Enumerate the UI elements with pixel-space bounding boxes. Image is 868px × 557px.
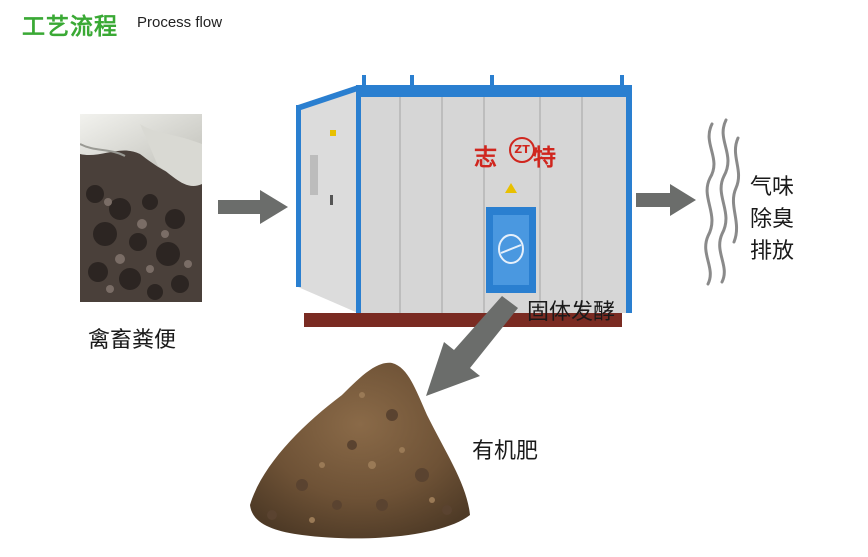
fertilizer-pile: [250, 362, 470, 539]
page-title: 工艺流程: [22, 14, 118, 40]
arrow-icon: [218, 190, 288, 224]
arrow-icon: [426, 296, 518, 396]
manure-photo: [80, 114, 202, 302]
input-label: 禽畜粪便: [88, 328, 177, 353]
output-label: 有机肥: [472, 439, 539, 464]
exhaust-label: 气味 除臭 排放: [750, 172, 794, 268]
smoke-icon: [704, 118, 741, 286]
process-label: 固体发酵: [527, 300, 616, 325]
arrow-icon: [636, 184, 696, 216]
page-subtitle: Process flow: [137, 14, 223, 31]
exhaust-line: 除臭: [750, 207, 795, 232]
exhaust-line: 气味: [750, 175, 795, 200]
fermentation-machine: [290, 75, 635, 335]
brand-logo: ZT: [509, 137, 535, 163]
exhaust-line: 排放: [750, 239, 795, 264]
